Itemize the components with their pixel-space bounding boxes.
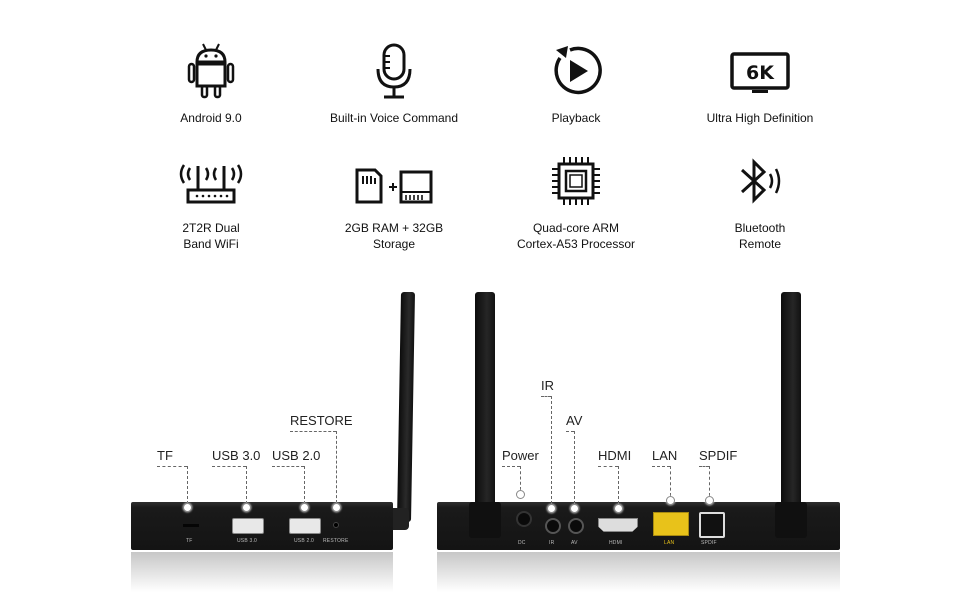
marker-power [516,490,525,499]
usb2-port [289,518,321,534]
cpu-chip-icon [552,157,600,205]
side-antenna [396,292,416,522]
leader-lan [670,466,671,496]
back-reflection [437,552,840,592]
label-ir: IR [541,378,554,393]
label-usb2: USB 2.0 [272,448,321,463]
printed-lan: LAN [664,540,675,546]
restore-hole [333,522,339,528]
feature-label: Android 9.0 [180,111,242,125]
dc-port [516,511,532,527]
device-back-view: DC IR AV HDMI LAN SPDIF [437,280,840,600]
feature-label: Ultra High Definition [706,111,814,125]
side-reflection [131,552,393,592]
back-body [437,502,840,550]
feature-label: Bluetooth Remote [734,221,786,251]
label-lan: LAN [652,448,678,463]
printed-restore: RESTORE [323,538,349,544]
label-power: Power [502,448,539,463]
feature-playback: Playback [476,42,676,126]
feature-cpu: Quad-core ARM Cortex-A53 Processor [476,156,676,252]
printed-spdif: SPDIF [701,540,717,546]
feature-voice: Built-in Voice Command [294,42,494,126]
leader-spdif [709,466,710,496]
feature-label: Built-in Voice Command [329,111,459,125]
usb3-port [232,518,264,534]
printed-av: AV [571,540,578,546]
feature-label: Quad-core ARM Cortex-A53 Processor [516,221,636,251]
feature-memory: 2GB RAM + 32GB Storage [294,160,494,252]
leader-usb3 [246,466,247,504]
router-wifi-icon [179,164,243,204]
marker-tf [183,503,192,512]
leader-usb2 [304,466,305,504]
printed-tf: TF [186,538,193,544]
monitor-badge: 6K [746,62,775,84]
label-hdmi: HDMI [598,448,632,463]
back-antenna-left-base [469,502,501,538]
leader-power-h [502,466,520,467]
printed-hdmi: HDMI [609,540,623,546]
lan-port [653,512,689,536]
label-spdif: SPDIF [699,448,738,463]
android-icon [187,43,235,99]
tf-slot [183,524,199,527]
printed-ir: IR [549,540,555,546]
leader-av [574,431,575,504]
marker-usb3 [242,503,251,512]
marker-lan [666,496,675,505]
label-restore: RESTORE [290,413,353,428]
feature-bluetooth: Bluetooth Remote [660,156,860,252]
back-antenna-right-base [775,502,807,538]
leader-hdmi [618,466,619,504]
leader-hdmi-h [598,466,618,467]
leader-usb3-h [212,466,246,467]
feature-wifi: 2T2R Dual Band WiFi [111,160,311,252]
spdif-port [699,512,725,538]
feature-label: 2T2R Dual Band WiFi [182,221,240,251]
printed-dc: DC [518,540,526,546]
ir-port [545,518,561,534]
marker-spdif [705,496,714,505]
playback-icon [554,46,602,95]
marker-restore [332,503,341,512]
leader-spdif-h [699,466,709,467]
monitor-6k-icon: 6K [730,52,790,93]
device-side-view: TF USB 3.0 USB 2.0 RESTORE [131,280,431,600]
microphone-icon [376,43,412,99]
marker-av [570,504,579,513]
leader-ir-h [541,396,551,397]
feature-label: 2GB RAM + 32GB Storage [344,221,444,251]
leader-ir [551,396,552,504]
memory-storage-icon [355,168,433,204]
feature-label: Playback [551,111,601,125]
leader-lan-h [652,466,670,467]
label-tf: TF [157,448,173,463]
leader-tf-h [157,466,187,467]
leader-tf [187,466,188,504]
marker-ir [547,504,556,513]
leader-restore-h [290,431,336,432]
hdmi-port [598,518,638,532]
av-port [568,518,584,534]
printed-usb3: USB 3.0 [237,538,258,544]
leader-usb2-h [272,466,304,467]
label-av: AV [566,413,583,428]
leader-power [520,466,521,490]
feature-android: Android 9.0 [111,42,311,126]
leader-av-h [566,431,574,432]
leader-restore [336,431,337,503]
back-antenna-right [781,292,801,532]
printed-usb2: USB 2.0 [294,538,315,544]
label-usb3: USB 3.0 [212,448,261,463]
marker-hdmi [614,504,623,513]
marker-usb2 [300,503,309,512]
bluetooth-icon [740,158,781,204]
feature-uhd: 6K Ultra High Definition [660,42,860,126]
back-antenna-left [475,292,495,532]
